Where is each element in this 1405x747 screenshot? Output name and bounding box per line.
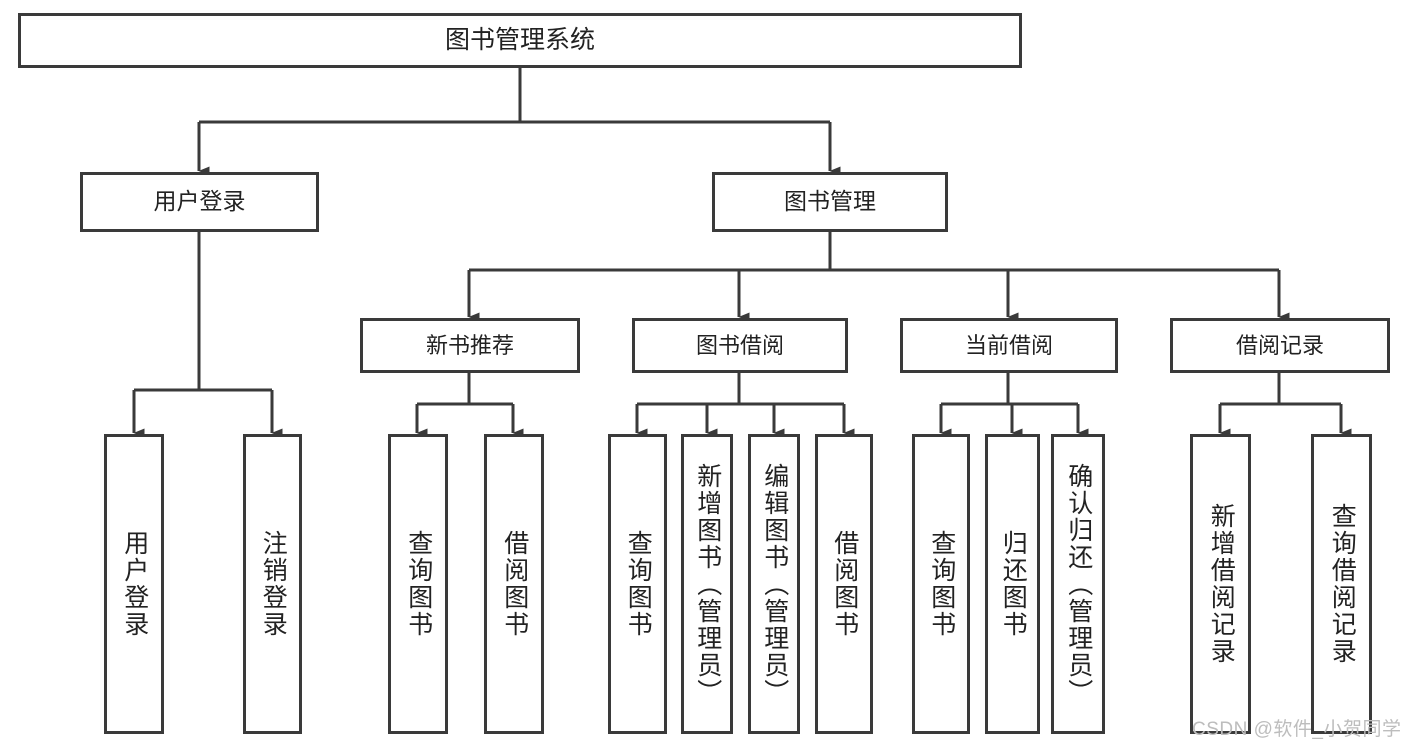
- node-root[interactable]: 图书管理系统: [18, 13, 1022, 68]
- node-user-login[interactable]: 用户登录: [80, 172, 319, 232]
- node-current-borrow[interactable]: 当前借阅: [900, 318, 1118, 373]
- node-leaf-return-book[interactable]: 归还图书: [985, 434, 1040, 734]
- node-label-leaf-query-record: 查询借阅记录: [1328, 503, 1357, 665]
- node-leaf-logout[interactable]: 注销登录: [243, 434, 302, 734]
- node-label-user-login: 用户登录: [153, 188, 246, 215]
- node-leaf-query-record[interactable]: 查询借阅记录: [1311, 434, 1372, 734]
- node-label-book-borrow: 图书借阅: [695, 332, 784, 358]
- node-label-book-management: 图书管理: [784, 188, 876, 215]
- node-leaf-add-record[interactable]: 新增借阅记录: [1190, 434, 1251, 734]
- node-label-leaf-logout: 注销登录: [259, 530, 288, 638]
- node-label-leaf-query-book-2: 查询图书: [624, 530, 653, 638]
- node-label-leaf-user-login: 用户登录: [120, 530, 149, 638]
- node-label-leaf-borrow-book-1: 借阅图书: [500, 530, 529, 638]
- node-leaf-query-book-2[interactable]: 查询图书: [608, 434, 667, 734]
- node-label-leaf-add-record: 新增借阅记录: [1207, 503, 1236, 665]
- node-label-leaf-edit-book: 编辑图书（管理员）: [760, 462, 789, 706]
- node-book-management[interactable]: 图书管理: [712, 172, 948, 232]
- node-label-root: 图书管理系统: [444, 25, 595, 54]
- node-book-borrow[interactable]: 图书借阅: [632, 318, 848, 373]
- node-borrow-record[interactable]: 借阅记录: [1170, 318, 1390, 373]
- node-leaf-edit-book[interactable]: 编辑图书（管理员）: [748, 434, 800, 734]
- node-label-leaf-borrow-book-2: 借阅图书: [830, 530, 859, 638]
- node-leaf-borrow-book-1[interactable]: 借阅图书: [484, 434, 544, 734]
- node-label-borrow-record: 借阅记录: [1235, 332, 1324, 358]
- node-label-current-borrow: 当前借阅: [964, 332, 1053, 358]
- node-label-leaf-query-book-3: 查询图书: [927, 530, 956, 638]
- node-leaf-add-book[interactable]: 新增图书（管理员）: [681, 434, 733, 734]
- node-label-leaf-confirm-return: 确认归还（管理员）: [1064, 462, 1093, 706]
- node-leaf-borrow-book-2[interactable]: 借阅图书: [815, 434, 873, 734]
- node-leaf-query-book-1[interactable]: 查询图书: [388, 434, 448, 734]
- node-new-book-recommend[interactable]: 新书推荐: [360, 318, 580, 373]
- node-label-leaf-return-book: 归还图书: [999, 530, 1028, 638]
- node-label-new-book-recommend: 新书推荐: [425, 332, 514, 358]
- node-leaf-confirm-return[interactable]: 确认归还（管理员）: [1051, 434, 1105, 734]
- node-label-leaf-add-book: 新增图书（管理员）: [693, 462, 722, 706]
- node-label-leaf-query-book-1: 查询图书: [404, 530, 433, 638]
- node-leaf-query-book-3[interactable]: 查询图书: [912, 434, 970, 734]
- node-leaf-user-login[interactable]: 用户登录: [104, 434, 164, 734]
